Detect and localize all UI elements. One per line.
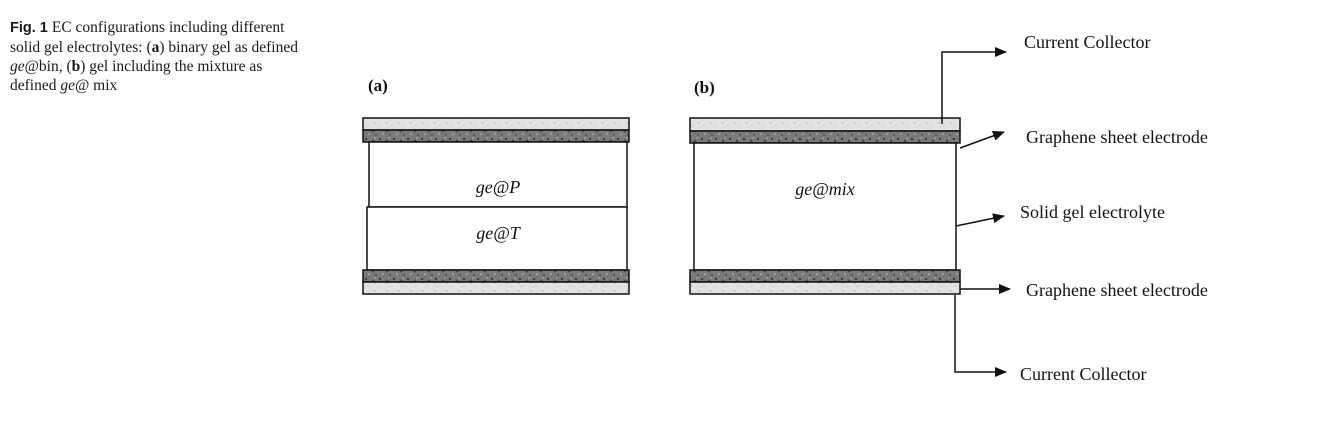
- caption-b-letter: b: [71, 58, 81, 75]
- figure-label: Fig. 1: [10, 20, 48, 36]
- panel-a-gel-t-text: ge@T: [476, 223, 522, 243]
- panel-b-gel-mix-text: ge@mix: [795, 179, 855, 199]
- panel-b-gel-mix-layer: [693, 142, 957, 271]
- label-current-collector-top: Current Collector: [1024, 32, 1150, 52]
- panel-b-top-electrode: [689, 130, 961, 144]
- label-solid-gel-electrolyte: Solid gel electrolyte: [1020, 202, 1165, 222]
- panel-a-gel-p-text: ge@P: [476, 177, 521, 197]
- annotation-leaders: [941, 47, 1011, 377]
- leader-current-collector-top: [941, 47, 1007, 124]
- panel-a-bottom-collector: [362, 281, 630, 295]
- panel-a-top-electrode: [362, 129, 630, 143]
- panel-a-label: (a): [368, 76, 388, 95]
- caption-text-1: EC configurations including different so…: [10, 19, 285, 56]
- caption-ge-1: ge: [10, 58, 25, 75]
- panel-a-bottom-electrode: [362, 269, 630, 283]
- leader-current-collector-bottom: [954, 295, 1007, 377]
- caption-text-2: ) binary gel as defined: [159, 39, 298, 56]
- annotation-labels: Current Collector Graphene sheet electro…: [1020, 32, 1208, 384]
- caption-a-letter: a: [151, 39, 160, 56]
- label-graphene-electrode-top: Graphene sheet electrode: [1026, 127, 1208, 147]
- label-graphene-electrode-bottom: Graphene sheet electrode: [1026, 280, 1208, 300]
- label-current-collector-bottom: Current Collector: [1020, 364, 1146, 384]
- panel-a: (a) ge@P ge@T: [362, 76, 630, 295]
- panel-a-top-collector: [362, 117, 630, 131]
- panel-b-bottom-electrode: [689, 269, 961, 283]
- caption-ge-2: ge: [60, 77, 75, 94]
- leader-graphene-electrode-top: [959, 131, 1005, 149]
- leader-solid-gel-electrolyte: [955, 213, 1005, 227]
- panel-b-label: (b): [694, 78, 715, 97]
- caption-text-4: ) gel including the mixture as defined: [10, 58, 263, 94]
- panel-b-bottom-collector: [689, 281, 961, 295]
- panel-b-top-collector: [689, 117, 961, 132]
- caption-text-5: @ mix: [75, 77, 118, 94]
- caption-text-3: @bin, (: [24, 58, 72, 75]
- panel-b: (b) ge@mix: [689, 78, 961, 295]
- panel-a-gel-p-layer: [368, 141, 628, 208]
